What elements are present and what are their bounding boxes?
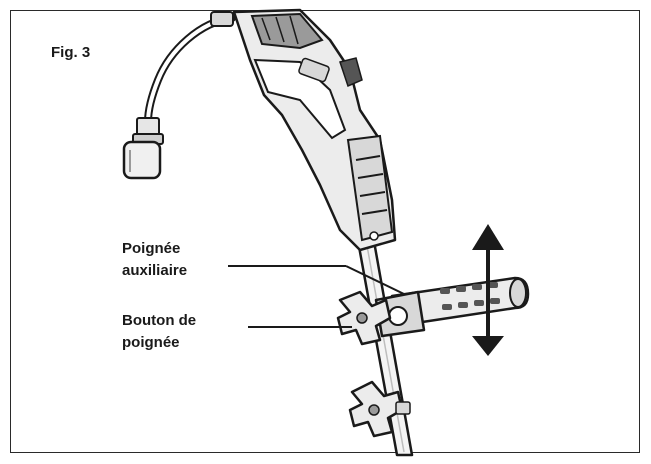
callout-handle-knob: Bouton de poignée bbox=[122, 310, 196, 354]
callout-auxiliary-handle-line2: auxiliaire bbox=[122, 262, 188, 279]
callout-auxiliary-handle: Poignée auxiliaire bbox=[122, 238, 187, 282]
callout-handle-knob-line1: Bouton de bbox=[122, 312, 197, 329]
adjustment-arrow bbox=[472, 224, 504, 356]
cord-plug bbox=[122, 117, 164, 180]
auxiliary-handle bbox=[374, 276, 530, 338]
leader-lines bbox=[228, 265, 405, 328]
figure-label: Fig. 3 bbox=[51, 44, 91, 61]
lower-knob bbox=[348, 380, 411, 438]
main-handle bbox=[232, 8, 397, 252]
handle-knob bbox=[336, 290, 392, 346]
callout-handle-knob-line2: poignée bbox=[122, 334, 180, 351]
power-cord bbox=[144, 11, 236, 126]
callout-auxiliary-handle-line1: Poignée bbox=[122, 240, 181, 257]
